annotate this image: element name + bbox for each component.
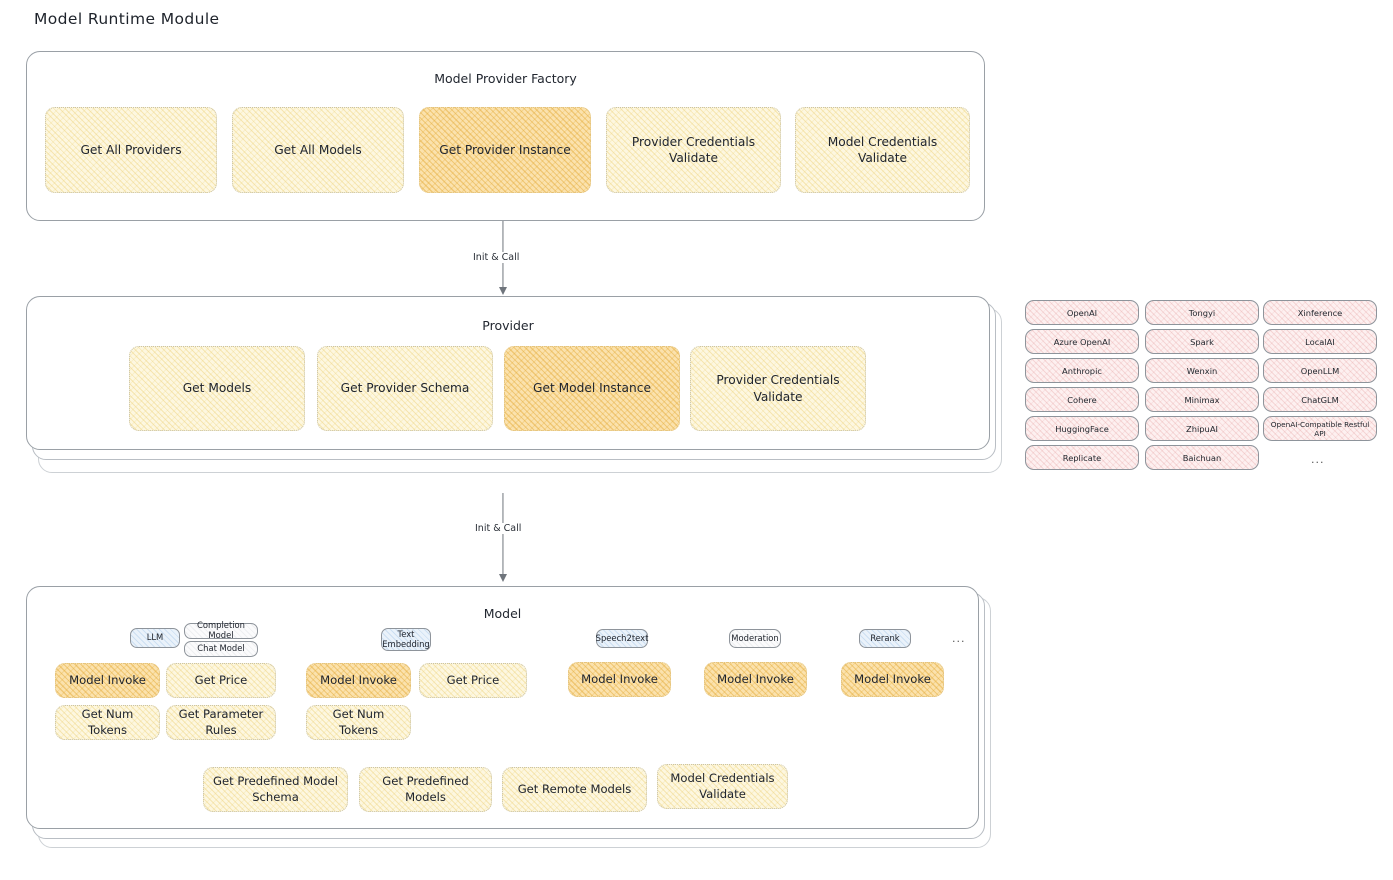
model-box-get-predefined-model-schema[interactable]: Get Predefined Model Schema [203,767,348,812]
arrow-head [499,287,507,295]
arrow-provider-to-model [494,493,512,582]
factory-box-get-all-models[interactable]: Get All Models [232,107,404,193]
arrow-label-init-and-call-2: Init & Call [471,523,526,534]
arrow-head [499,574,507,582]
provider-list-ellipsis: ... [1311,453,1325,466]
provider-chip-baichuan[interactable]: Baichuan [1145,445,1259,470]
model-type-chip-llm[interactable]: LLM [130,628,180,648]
factory-box-get-provider-instance[interactable]: Get Provider Instance [419,107,591,193]
arrow-line [502,493,504,581]
model-type-chip-rerank[interactable]: Rerank [859,629,911,648]
model-box-model-credentials-validate[interactable]: Model Credentials Validate [657,764,788,809]
provider-chip-chatglm[interactable]: ChatGLM [1263,387,1377,412]
model-provider-factory-title: Model Provider Factory [434,71,577,86]
provider-box-provider-credentials-validate[interactable]: Provider Credentials Validate [690,346,866,431]
provider-chip-openai[interactable]: OpenAI [1025,300,1139,325]
factory-box-provider-credentials-validate[interactable]: Provider Credentials Validate [606,107,781,193]
provider-chip-replicate[interactable]: Replicate [1025,445,1139,470]
llm-box-get-num-tokens[interactable]: Get Num Tokens [55,705,160,740]
provider-chip-spark[interactable]: Spark [1145,329,1259,354]
model-type-chip-moderation[interactable]: Moderation [729,629,781,648]
text-embedding-box-model-invoke[interactable]: Model Invoke [306,663,411,698]
provider-chip-localai[interactable]: LocalAI [1263,329,1377,354]
provider-chip-openai-compatible-restful-api[interactable]: OpenAI-Compatible Restful API [1263,416,1377,441]
provider-chip-minimax[interactable]: Minimax [1145,387,1259,412]
provider-chip-huggingface[interactable]: HuggingFace [1025,416,1139,441]
factory-box-get-all-providers[interactable]: Get All Providers [45,107,217,193]
model-subtype-chip-chat-model[interactable]: Chat Model [184,641,258,657]
model-box-get-remote-models[interactable]: Get Remote Models [502,767,647,812]
provider-chip-azure-openai[interactable]: Azure OpenAI [1025,329,1139,354]
page-title: Model Runtime Module [34,10,220,28]
model-type-chip-text-embedding[interactable]: Text Embedding [381,628,431,651]
arrow-label-init-and-call-1: Init & Call [469,252,524,263]
llm-box-model-invoke[interactable]: Model Invoke [55,663,160,698]
provider-box-get-model-instance[interactable]: Get Model Instance [504,346,680,431]
model-box-get-predefined-models[interactable]: Get Predefined Models [359,767,492,812]
provider-chip-tongyi[interactable]: Tongyi [1145,300,1259,325]
model-subtype-chip-completion-model[interactable]: Completion Model [184,621,258,640]
moderation-box-model-invoke[interactable]: Model Invoke [704,662,807,697]
speech2text-box-model-invoke[interactable]: Model Invoke [568,662,671,697]
factory-box-model-credentials-validate[interactable]: Model Credentials Validate [795,107,970,193]
rerank-box-model-invoke[interactable]: Model Invoke [841,662,944,697]
model-types-ellipsis: ... [952,632,966,645]
provider-title: Provider [482,318,534,333]
provider-box-get-provider-schema[interactable]: Get Provider Schema [317,346,493,431]
provider-chip-wenxin[interactable]: Wenxin [1145,358,1259,383]
provider-chip-xinference[interactable]: Xinference [1263,300,1377,325]
llm-box-get-parameter-rules[interactable]: Get Parameter Rules [166,705,276,740]
model-title: Model [483,606,522,621]
provider-box-get-models[interactable]: Get Models [129,346,305,431]
llm-box-get-price[interactable]: Get Price [166,663,276,698]
provider-chip-zhipuai[interactable]: ZhipuAI [1145,416,1259,441]
provider-chip-openllm[interactable]: OpenLLM [1263,358,1377,383]
provider-chip-cohere[interactable]: Cohere [1025,387,1139,412]
model-type-chip-speech2text[interactable]: Speech2text [596,629,648,648]
provider-chip-anthropic[interactable]: Anthropic [1025,358,1139,383]
text-embedding-box-get-num-tokens[interactable]: Get Num Tokens [306,705,411,740]
text-embedding-box-get-price[interactable]: Get Price [419,663,527,698]
